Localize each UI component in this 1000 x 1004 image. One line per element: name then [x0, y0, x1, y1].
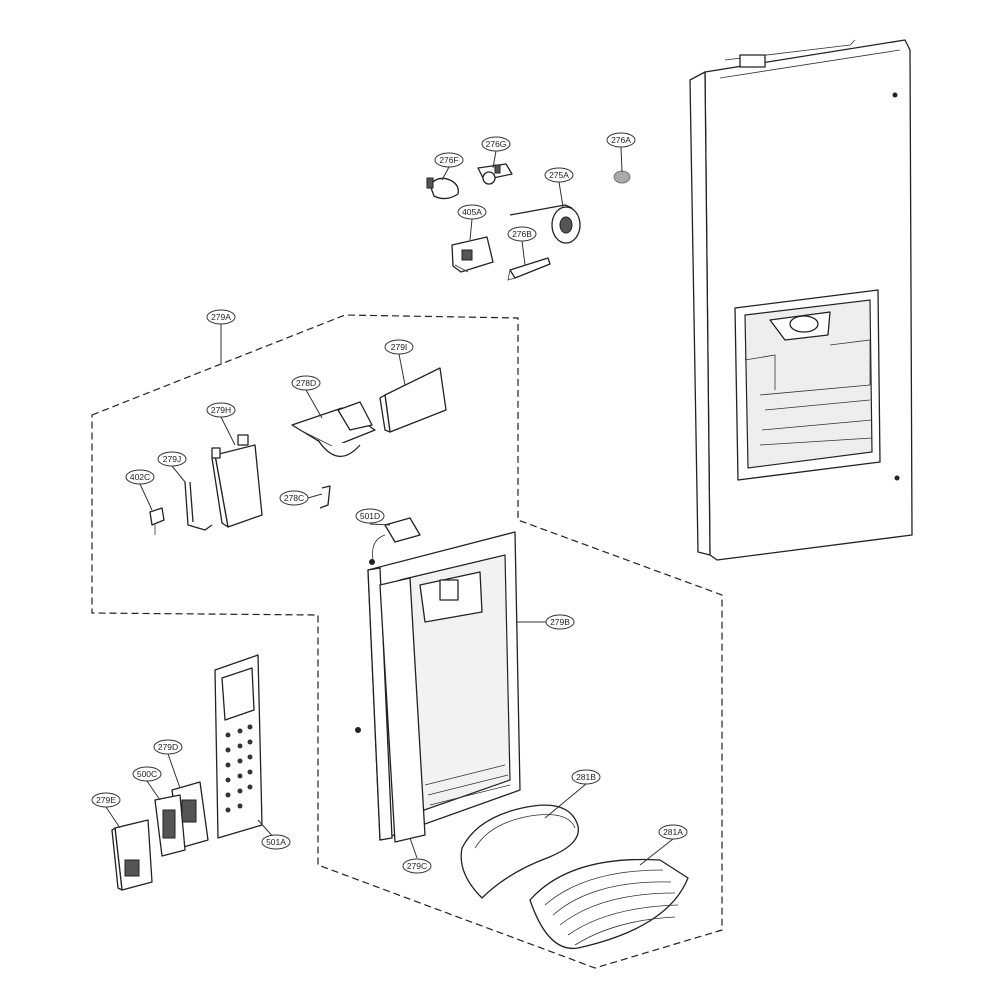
callout-276F: 276F: [434, 152, 464, 168]
callout-label: 278D: [296, 378, 316, 388]
callout-label: 275A: [549, 170, 569, 180]
callout-281A: 281A: [658, 824, 688, 840]
part-281B: [460, 804, 579, 899]
callout-label: 281A: [663, 827, 683, 837]
part-275A: [509, 204, 581, 244]
part-276B: [507, 257, 551, 281]
callout-279H: 279H: [206, 402, 236, 418]
callout-label: 279J: [163, 454, 181, 464]
callout-279A: 279A: [206, 309, 236, 325]
callout-label: 279D: [158, 742, 178, 752]
door-panel: [689, 39, 913, 561]
callout-275A: 275A: [544, 167, 574, 183]
callout-402C: 402C: [125, 469, 155, 485]
callout-279I: 279I: [384, 339, 414, 355]
callout-label: 281B: [576, 772, 596, 782]
callout-279D: 279D: [153, 739, 183, 755]
part-279E: [111, 819, 153, 891]
callout-501D: 501D: [355, 508, 385, 524]
assembly-boundary: [91, 314, 723, 969]
callout-281B: 281B: [571, 769, 601, 785]
part-281A: [529, 858, 689, 950]
callout-label: 279I: [391, 342, 408, 352]
part-402C: [149, 507, 165, 535]
part-276G: [477, 163, 513, 185]
callout-label: 276A: [611, 135, 631, 145]
callout-405A: 405A: [457, 204, 487, 220]
callout-label: 501A: [266, 837, 286, 847]
callout-label: 405A: [462, 207, 482, 217]
callout-label: 278C: [284, 493, 304, 503]
part-279B: [355, 531, 521, 841]
callout-label: 279C: [407, 861, 427, 871]
part-501D: [369, 517, 421, 565]
callout-label: 279B: [550, 617, 570, 627]
callout-label: 276G: [486, 139, 507, 149]
part-501A: [214, 654, 263, 839]
callout-279C: 279C: [402, 858, 432, 874]
part-279H: [211, 434, 263, 528]
callout-279J: 279J: [157, 451, 187, 467]
callout-276B: 276B: [507, 226, 537, 242]
part-278D: [291, 401, 376, 457]
callout-501A: 501A: [261, 834, 291, 850]
part-279J: [184, 481, 213, 531]
callout-label: 279H: [211, 405, 231, 415]
part-279C: [379, 577, 426, 843]
part-279I: [379, 367, 447, 433]
callout-500C: 500C: [132, 766, 162, 782]
callout-label: 276B: [512, 229, 532, 239]
callout-label: 501D: [360, 511, 380, 521]
callout-276G: 276G: [481, 136, 511, 152]
callout-279B: 279B: [545, 614, 575, 630]
callout-278C: 278C: [279, 490, 309, 506]
callout-label: 279A: [211, 312, 231, 322]
callout-label: 276F: [439, 155, 458, 165]
part-500C: [154, 794, 186, 857]
part-276F: [426, 177, 459, 200]
part-276A: [613, 170, 631, 184]
callout-276A: 276A: [606, 132, 636, 148]
callout-label: 402C: [130, 472, 150, 482]
callout-label: 279E: [96, 795, 116, 805]
part-278C: [319, 485, 331, 509]
part-405A: [451, 236, 494, 273]
callout-279E: 279E: [91, 792, 121, 808]
leader-lines: [105, 146, 674, 866]
callout-label: 500C: [137, 769, 157, 779]
callout-278D: 278D: [291, 375, 321, 391]
